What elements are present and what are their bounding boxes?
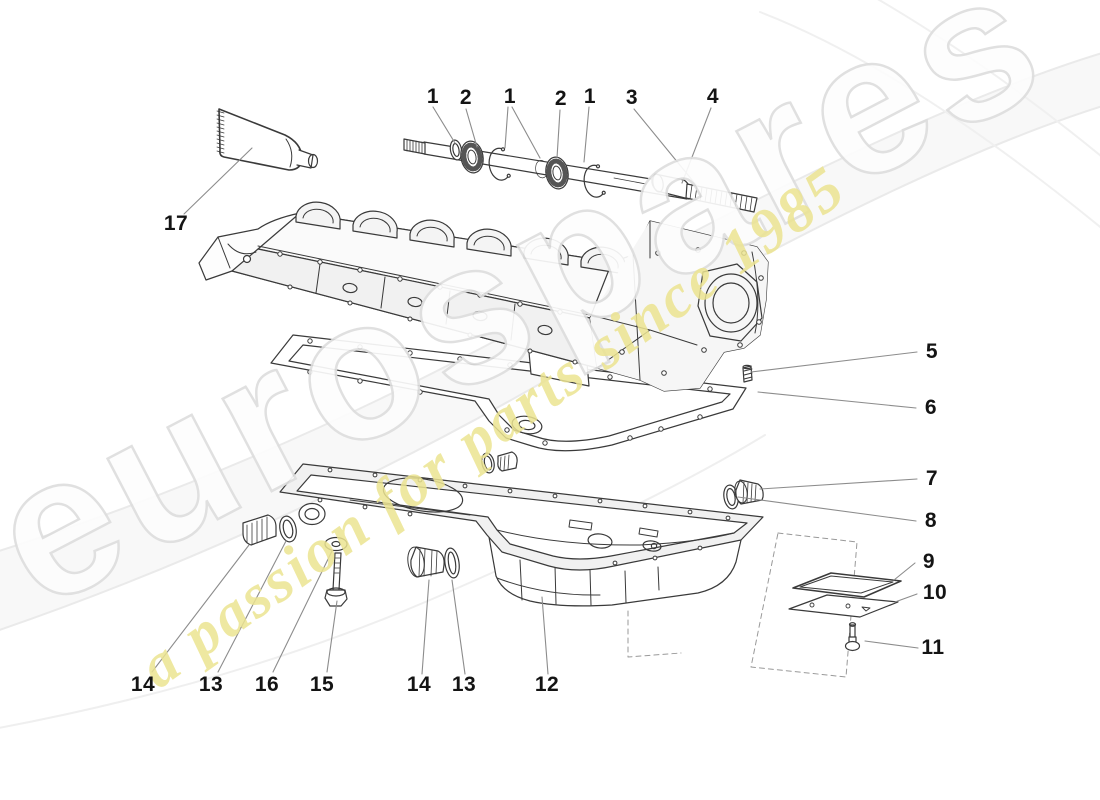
callout-5: 5 xyxy=(925,340,939,363)
leader-line-14 xyxy=(421,579,430,675)
callout-10: 10 xyxy=(922,581,948,604)
leader-line-17 xyxy=(183,147,253,215)
leader-line-1 xyxy=(504,106,509,149)
leader-lines xyxy=(151,106,919,675)
side-plug-oring-drawing xyxy=(723,479,764,510)
bearing-saddles xyxy=(295,201,626,275)
camshaft-drawing xyxy=(403,138,758,213)
leader-line-16 xyxy=(272,550,333,673)
leader-line-10 xyxy=(894,593,918,603)
leader-line-1 xyxy=(583,106,590,163)
leader-line-14 xyxy=(151,544,250,673)
callout-2: 2 xyxy=(554,87,568,110)
dashed-box xyxy=(627,532,858,678)
callout-9: 9 xyxy=(922,550,936,573)
leader-line-15 xyxy=(326,600,338,673)
callout-16: 16 xyxy=(254,673,280,696)
callout-8: 8 xyxy=(924,509,938,532)
end-plate xyxy=(589,220,768,391)
leader-line-8 xyxy=(737,496,917,522)
left-plug-oring-drawing xyxy=(242,514,297,546)
leader-line-4 xyxy=(681,107,712,184)
leader-line-6 xyxy=(757,391,917,409)
sump-gasket-drawing xyxy=(270,334,747,452)
leader-line-13 xyxy=(451,579,466,675)
leader-line-1 xyxy=(432,106,456,144)
callout-11: 11 xyxy=(921,636,945,659)
callout-12: 12 xyxy=(534,673,560,696)
callout-7: 7 xyxy=(925,467,939,490)
leader-line-11 xyxy=(864,640,919,649)
leader-line-9 xyxy=(893,562,916,581)
callout-3: 3 xyxy=(625,86,639,109)
leader-line-7 xyxy=(759,478,918,490)
leader-line-13 xyxy=(217,540,287,673)
leader-line-12 xyxy=(541,596,549,675)
callout-17: 17 xyxy=(163,212,189,235)
callout-1: 1 xyxy=(426,85,440,108)
washer-bolt-drawing xyxy=(324,536,348,607)
oil-pan-drawing xyxy=(279,463,764,607)
engine-block-drawing xyxy=(198,201,769,392)
leader-line-2 xyxy=(465,108,478,148)
callout-2: 2 xyxy=(459,86,473,109)
callout-13: 13 xyxy=(451,673,477,696)
sealant-tube-drawing xyxy=(216,108,319,171)
leader-line-3 xyxy=(633,108,698,187)
callout-1: 1 xyxy=(583,85,597,108)
leader-line-5 xyxy=(750,351,918,373)
callout-13: 13 xyxy=(198,673,224,696)
leader-line-2 xyxy=(556,109,561,159)
callout-14: 14 xyxy=(130,673,156,696)
callout-1: 1 xyxy=(503,85,517,108)
leader-line-1 xyxy=(511,106,541,159)
drain-plug-oring-drawing xyxy=(407,546,460,579)
callout-4: 4 xyxy=(706,85,720,108)
callout-6: 6 xyxy=(924,396,938,419)
callout-15: 15 xyxy=(309,673,335,696)
callout-14: 14 xyxy=(406,673,432,696)
screen-plates-drawing xyxy=(788,572,902,652)
top-plug-oring-drawing xyxy=(481,451,518,474)
dowel-stud-drawing xyxy=(742,364,753,383)
